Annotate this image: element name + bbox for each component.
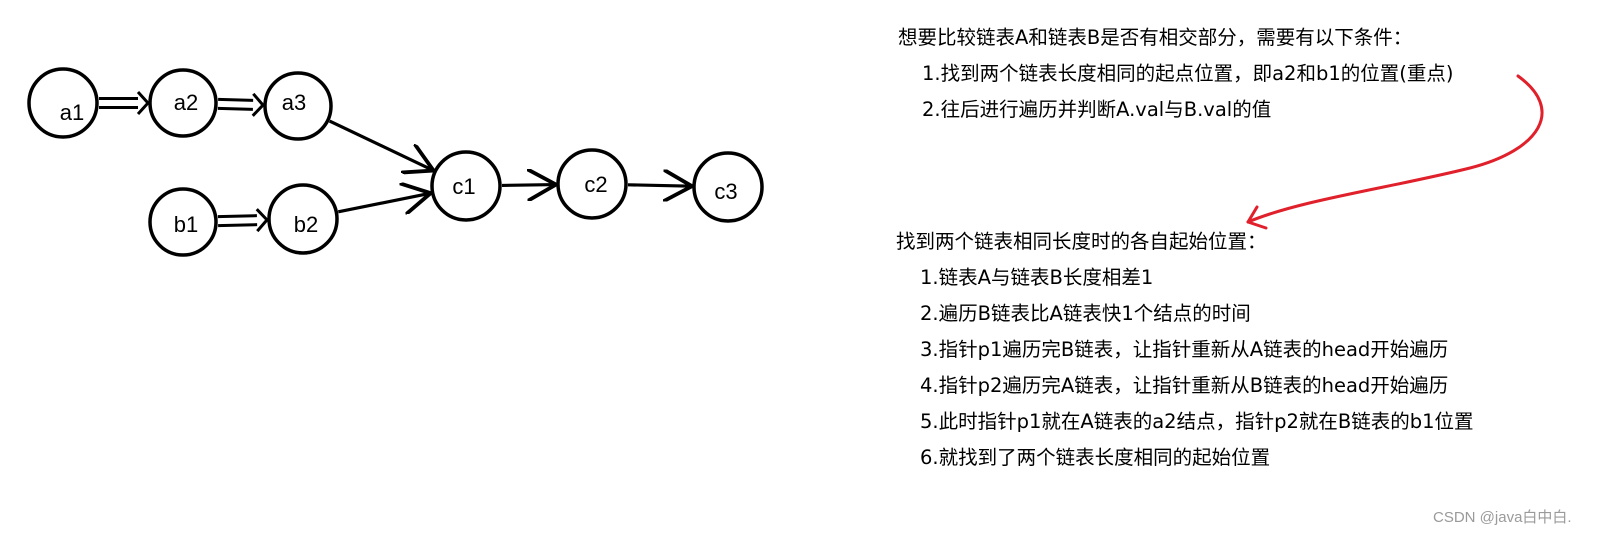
annotation-curve-arrow <box>1246 74 1544 224</box>
node-a2-label: a2 <box>174 90 198 115</box>
node-b1-circle <box>148 187 218 257</box>
node-b1-label: b1 <box>174 212 198 237</box>
node-b2-label: b2 <box>294 212 318 237</box>
node-b2-circle <box>267 183 339 255</box>
condition-item-2: 2.往后进行遍历并判断A.val与B.val的值 <box>922 98 1272 121</box>
node-c1-circle <box>430 150 502 222</box>
edge-b2-c1-arrow <box>337 193 430 212</box>
step-item-6: 6.就找到了两个链表长度相同的起始位置 <box>920 446 1271 469</box>
steps-title: 找到两个链表相同长度时的各自起始位置： <box>896 230 1267 253</box>
node-c3-label: c3 <box>714 179 737 204</box>
step-item-1: 1.链表A与链表B长度相差1 <box>920 266 1154 289</box>
step-item-3: 3.指针p1遍历完B链表，让指针重新从A链表的head开始遍历 <box>920 338 1449 361</box>
edge-a2-a3-double-arrow <box>217 92 265 117</box>
edge-a3-c1-arrow <box>328 119 434 170</box>
node-a1-circle <box>27 67 99 139</box>
node-c2-label: c2 <box>584 172 607 197</box>
node-c2-circle <box>556 148 628 220</box>
condition-item-1: 1.找到两个链表长度相同的起点位置，即a2和b1的位置(重点) <box>922 62 1454 85</box>
conditions-title: 想要比较链表A和链表B是否有相交部分，需要有以下条件： <box>898 26 1413 49</box>
step-item-5: 5.此时指针p1就在A链表的a2结点，指针p2就在B链表的b1位置 <box>920 410 1474 433</box>
annotation-arrowhead <box>1246 205 1268 230</box>
step-item-4: 4.指针p2遍历完A链表，让指针重新从B链表的head开始遍历 <box>920 374 1449 397</box>
node-c3-circle <box>692 151 764 223</box>
steps-section: 找到两个链表相同长度时的各自起始位置： 1.链表A与链表B长度相差1 2.遍历B… <box>896 224 1474 476</box>
node-a3-label: a3 <box>282 90 306 115</box>
edge-b1-b2-double-arrow <box>217 208 269 233</box>
node-a3-circle <box>263 71 333 141</box>
watermark: CSDN @java白中白. <box>1433 509 1572 526</box>
step-item-2: 2.遍历B链表比A链表快1个结点的时间 <box>920 302 1251 325</box>
edge-c2-c3-arrow <box>627 185 692 186</box>
node-a2-circle <box>148 68 218 138</box>
node-a1-label: a1 <box>60 100 84 125</box>
edge-c1-c2-arrow <box>501 185 556 186</box>
conditions-section: 想要比较链表A和链表B是否有相交部分，需要有以下条件： 1.找到两个链表长度相同… <box>898 20 1453 128</box>
edge-a1-a2-double-arrow <box>99 90 150 116</box>
node-c1-label: c1 <box>452 174 475 199</box>
